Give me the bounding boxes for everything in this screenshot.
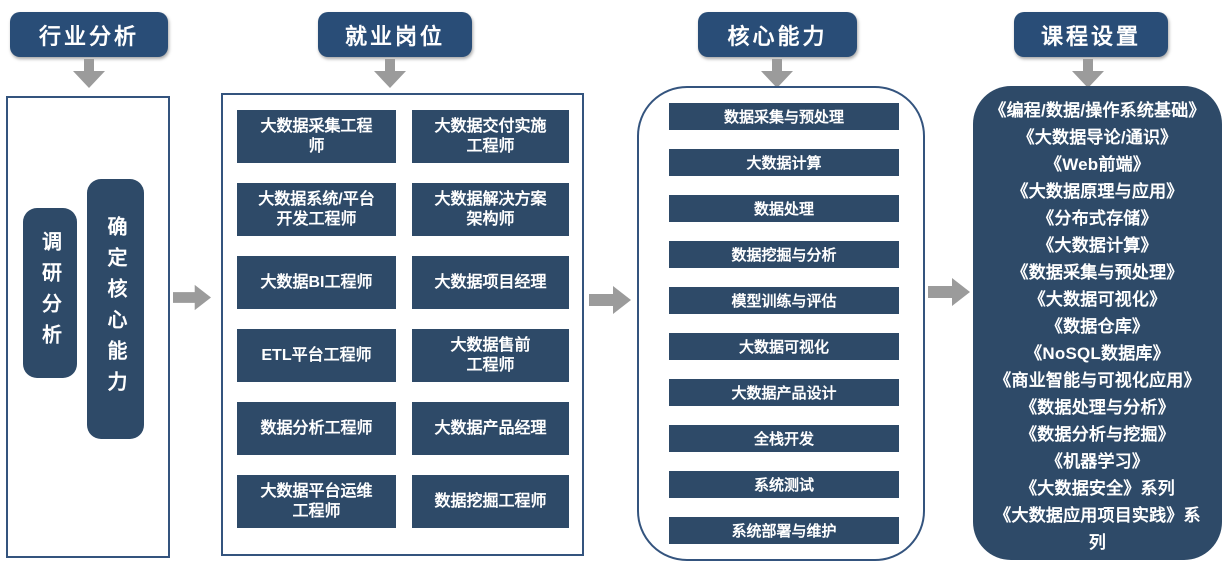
course-item: 《数据处理与分析》 <box>1020 398 1175 417</box>
capability-bar: 系统部署与维护 <box>669 517 899 544</box>
capability-bar: 数据采集与预处理 <box>669 103 899 130</box>
header-industry-analysis: 行业分析 <box>10 12 168 57</box>
down-arrow-icon <box>73 59 105 88</box>
job-list-right: 大数据交付实施 工程师大数据解决方案 架构师大数据项目经理大数据售前 工程师大数… <box>412 110 569 528</box>
course-item: 《大数据安全》系列 <box>1020 479 1175 498</box>
capability-bar: 大数据产品设计 <box>669 379 899 406</box>
capability-bar: 大数据可视化 <box>669 333 899 360</box>
header-employment-positions: 就业岗位 <box>318 12 472 57</box>
course-item: 《NoSQL数据库》 <box>1025 344 1170 363</box>
down-arrow-icon <box>1072 59 1104 88</box>
capability-bar: 数据处理 <box>669 195 899 222</box>
down-arrow-icon <box>374 59 406 88</box>
capability-bar: 模型训练与评估 <box>669 287 899 314</box>
job-box: 数据挖掘工程师 <box>412 475 569 528</box>
course-item: 《大数据原理与应用》 <box>1011 182 1184 201</box>
course-item: 《数据仓库》 <box>1045 317 1150 336</box>
right-arrow-icon <box>928 278 970 306</box>
right-arrow-icon <box>589 286 631 314</box>
course-item: 《机器学习》 <box>1045 452 1150 471</box>
course-item: 《分布式存储》 <box>1037 209 1158 228</box>
capability-bar: 大数据计算 <box>669 149 899 176</box>
capability-bar: 系统测试 <box>669 471 899 498</box>
course-list-panel: 《编程/数据/操作系统基础》《大数据导论/通识》《Web前端》《大数据原理与应用… <box>973 86 1222 560</box>
course-item: 《编程/数据/操作系统基础》 <box>989 101 1206 120</box>
job-box: 大数据平台运维 工程师 <box>237 475 396 528</box>
capability-bar: 全栈开发 <box>669 425 899 452</box>
job-box: 大数据售前 工程师 <box>412 329 569 382</box>
course-item: 《商业智能与可视化应用》 <box>994 371 1201 390</box>
header-core-abilities: 核心能力 <box>698 12 857 57</box>
course-item: 《大数据计算》 <box>1037 236 1158 255</box>
define-core-ability-pill: 确定核心能力 <box>87 179 144 439</box>
core-abilities-box: 数据采集与预处理大数据计算数据处理数据挖掘与分析模型训练与评估大数据可视化大数据… <box>637 86 925 561</box>
right-arrow-icon <box>173 284 211 311</box>
job-box: 大数据系统/平台 开发工程师 <box>237 183 396 236</box>
job-box: 大数据采集工程 师 <box>237 110 396 163</box>
job-list-left: 大数据采集工程 师大数据系统/平台 开发工程师大数据BI工程师 ETL平台工程师数… <box>237 110 396 528</box>
research-analysis-pill: 调研分析 <box>23 208 77 378</box>
job-box: 大数据项目经理 <box>412 256 569 309</box>
course-item: 《数据采集与预处理》 <box>1011 263 1184 282</box>
job-box: 大数据解决方案 架构师 <box>412 183 569 236</box>
job-box: 数据分析工程师 <box>237 402 396 455</box>
job-box: 大数据BI工程师 <box>237 256 396 309</box>
course-item: 《大数据导论/通识》 <box>1017 128 1178 147</box>
course-item: 《Web前端》 <box>1045 155 1150 174</box>
capability-list: 数据采集与预处理大数据计算数据处理数据挖掘与分析模型训练与评估大数据可视化大数据… <box>669 103 899 544</box>
header-course-setup: 课程设置 <box>1014 12 1168 57</box>
course-item: 《大数据应用项目实践》系 列 <box>994 506 1201 552</box>
job-box: 大数据交付实施 工程师 <box>412 110 569 163</box>
job-box: 大数据产品经理 <box>412 402 569 455</box>
capability-bar: 数据挖掘与分析 <box>669 241 899 268</box>
job-box: ETL平台工程师 <box>237 329 396 382</box>
industry-analysis-box: 调研分析 确定核心能力 <box>6 96 170 558</box>
down-arrow-icon <box>761 59 793 88</box>
course-item: 《大数据可视化》 <box>1028 290 1167 309</box>
course-item: 《数据分析与挖掘》 <box>1020 425 1175 444</box>
